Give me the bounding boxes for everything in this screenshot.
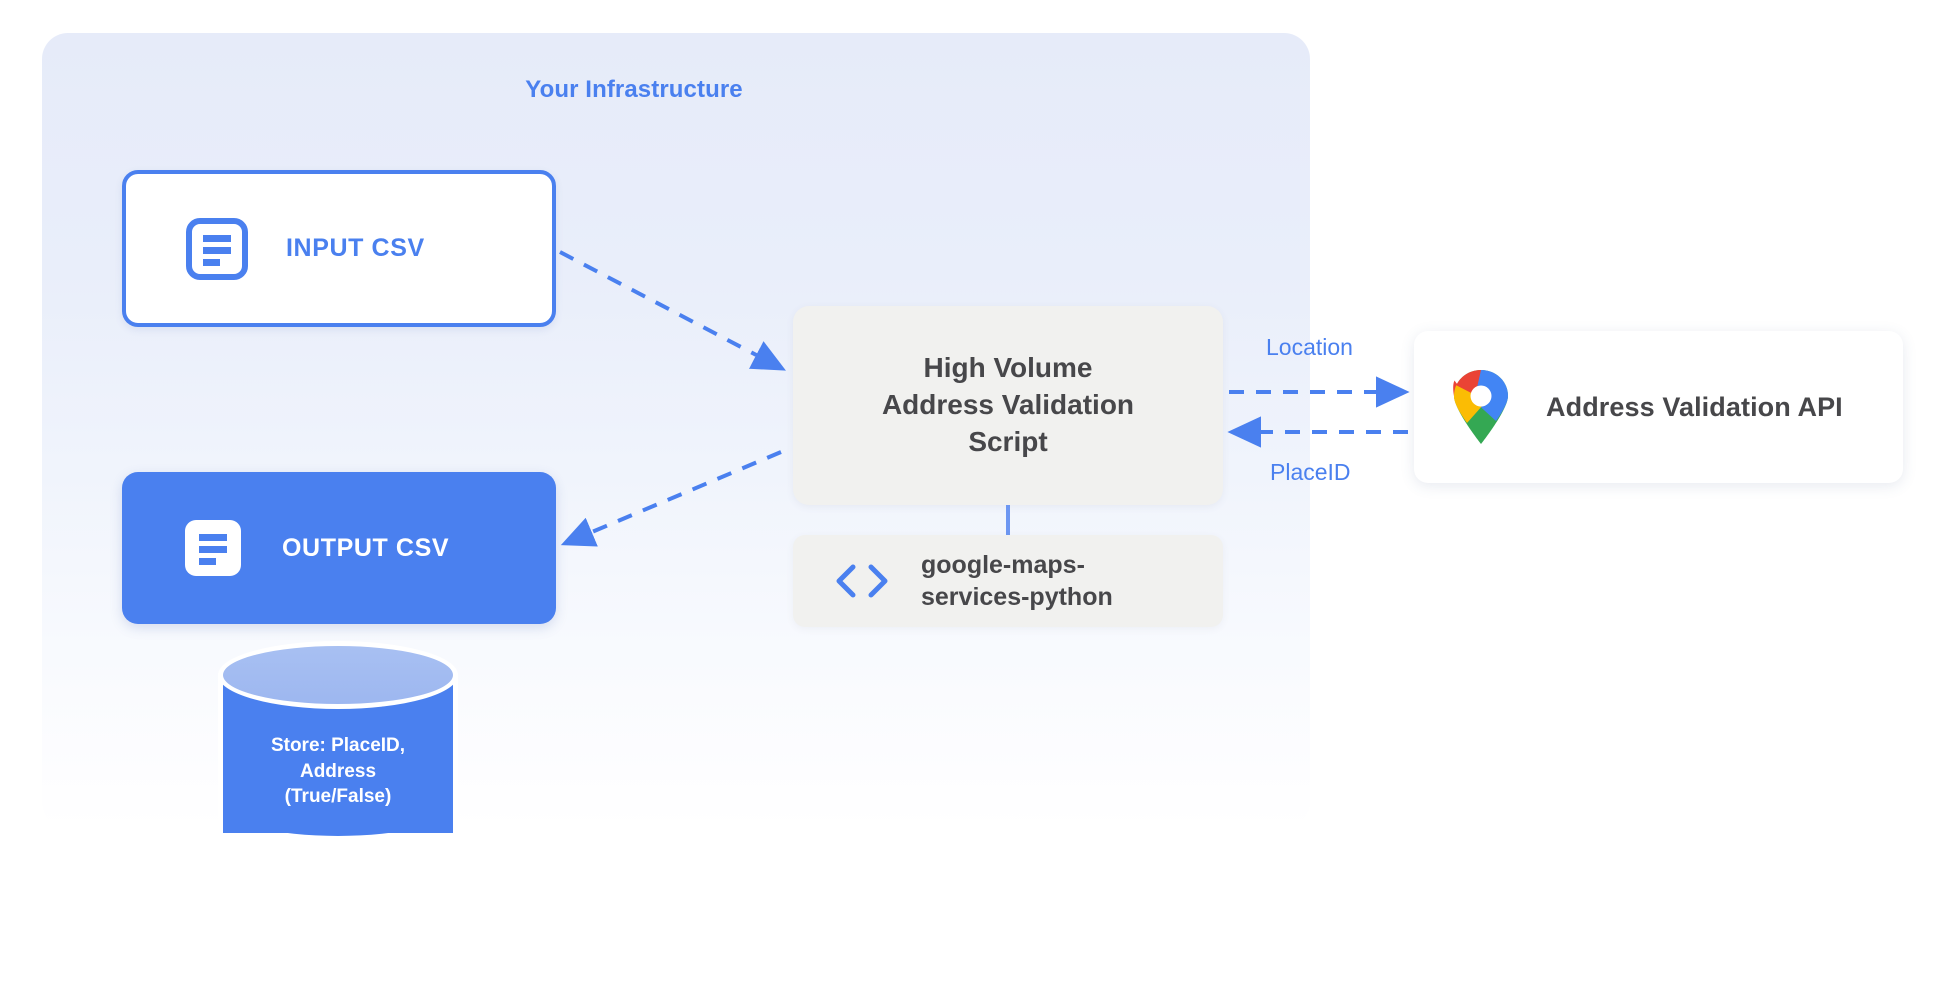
api-label: Address Validation API [1546, 391, 1843, 422]
script-label: High Volume Address Validation Script [882, 350, 1134, 461]
database-node[interactable]: Store: PlaceID, Address (True/False) [218, 641, 458, 866]
document-icon [186, 217, 248, 280]
code-brackets-icon [836, 564, 888, 598]
document-icon [185, 520, 241, 576]
edge-label-location: Location [1266, 334, 1353, 360]
output-csv-label: OUTPUT CSV [282, 533, 450, 562]
panel-title: Your Infrastructure [525, 76, 743, 103]
database-top [218, 641, 458, 709]
database-line-1: Store: PlaceID, [270, 735, 406, 756]
script-line-2: Address Validation [881, 389, 1135, 421]
script-line-3: Script [968, 425, 1048, 457]
output-csv-node[interactable]: OUTPUT CSV [122, 472, 556, 624]
database-label: Store: PlaceID, Address (True/False) [218, 733, 458, 810]
api-node[interactable]: Address Validation API [1414, 331, 1903, 483]
library-node[interactable]: google-maps- services-python [793, 535, 1223, 627]
library-label: google-maps- services-python [921, 549, 1113, 613]
script-library-connector [1006, 505, 1010, 538]
database-line-2: Address [299, 760, 377, 782]
input-csv-node[interactable]: INPUT CSV [122, 170, 556, 327]
google-maps-pin-icon [1453, 370, 1508, 444]
script-line-1: High Volume [923, 352, 1093, 384]
library-line-2: services-python [921, 583, 1113, 611]
library-line-1: google-maps- [921, 551, 1085, 579]
input-csv-label: INPUT CSV [286, 234, 425, 262]
script-node[interactable]: High Volume Address Validation Script [793, 306, 1223, 505]
edge-label-placeid: PlaceID [1270, 459, 1351, 485]
database-line-3: (True/False) [284, 786, 392, 808]
